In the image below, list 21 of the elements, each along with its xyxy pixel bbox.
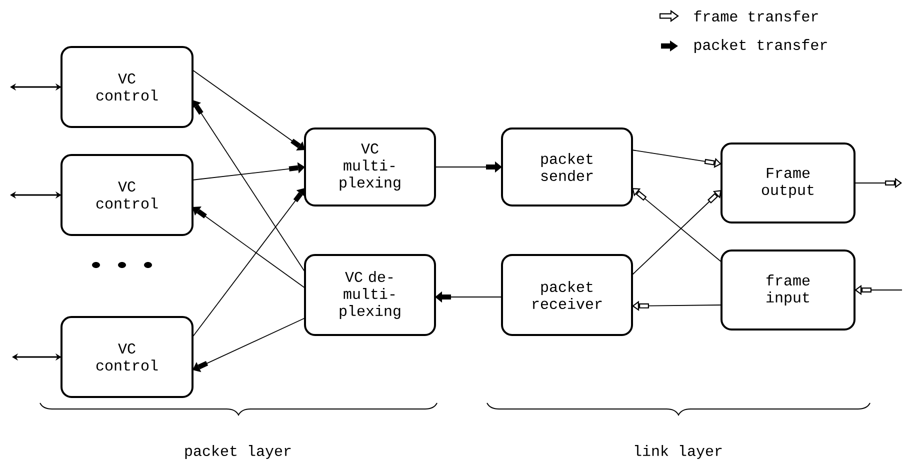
legend-text: frame transfer (694, 10, 818, 22)
process-box: VC control (60, 154, 194, 236)
arrow (192, 318, 306, 372)
arrow (192, 162, 305, 180)
process-box: VC de-multi- plexing (304, 254, 436, 336)
process-box: frame input (720, 250, 856, 330)
process-box: VC control (60, 316, 194, 398)
process-box: packet receiver (501, 254, 633, 336)
process-box: VC multi- plexing (304, 128, 436, 206)
arrow (632, 150, 722, 168)
arrow (632, 190, 722, 276)
arrow (192, 206, 306, 288)
layer-label: packet layer (185, 445, 291, 459)
arrow (192, 100, 306, 272)
arrow (632, 188, 722, 262)
process-box: packet sender (501, 128, 633, 206)
legend-text: packet transfer (694, 39, 827, 53)
process-box: VC control (60, 46, 194, 128)
layer-label: link layer (634, 445, 722, 459)
process-box: Frame output (720, 142, 856, 224)
arrow (192, 188, 306, 338)
